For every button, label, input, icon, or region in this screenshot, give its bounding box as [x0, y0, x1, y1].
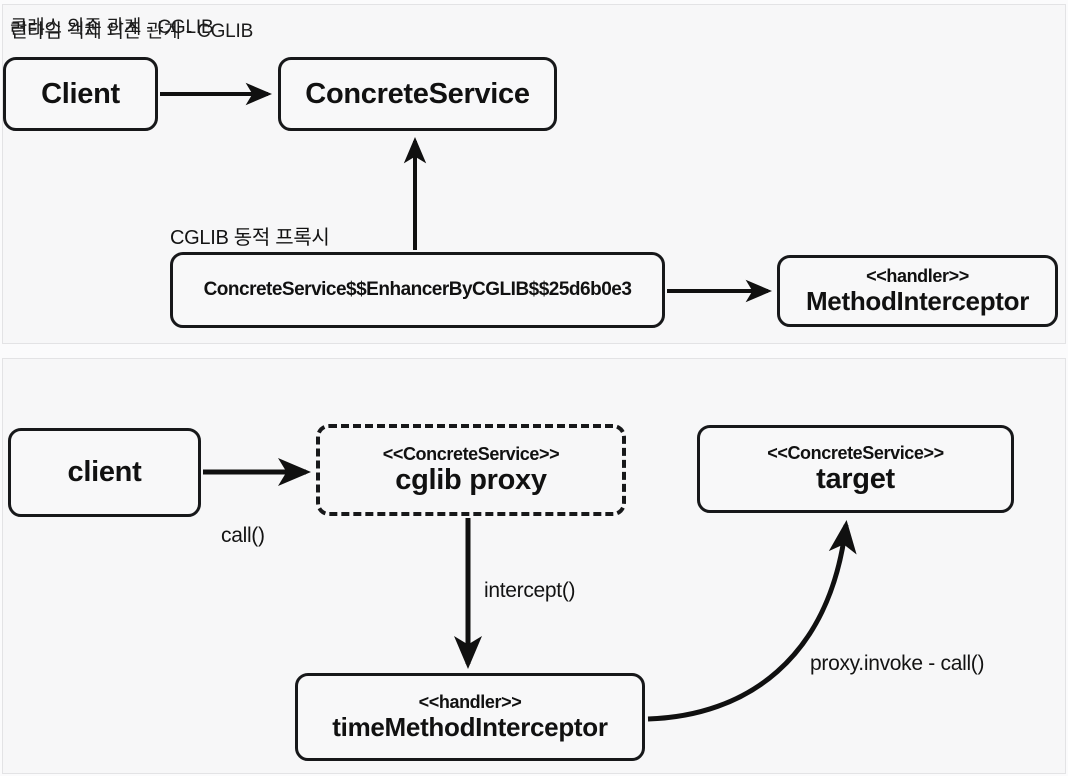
node-client-runtime[interactable]: client [8, 428, 201, 517]
node-enhancer-by-cglib-label: ConcreteService$$EnhancerByCGLIB$$25d6b0… [203, 279, 632, 301]
node-enhancer-by-cglib[interactable]: ConcreteService$$EnhancerByCGLIB$$25d6b0… [170, 252, 665, 328]
node-concrete-service-label: ConcreteService [305, 77, 530, 110]
node-time-method-interceptor-label: timeMethodInterceptor [332, 711, 608, 742]
node-cglib-proxy[interactable]: <<ConcreteService>> cglib proxy [316, 424, 626, 516]
edge-label-proxy-invoke: proxy.invoke - call() [810, 652, 985, 675]
node-client-class-label: Client [41, 77, 120, 110]
node-method-interceptor-label: MethodInterceptor [805, 285, 1030, 316]
node-client-runtime-label: client [67, 456, 142, 489]
node-method-interceptor-stereotype: <<handler>> [866, 266, 969, 287]
node-cglib-proxy-label: cglib proxy [395, 463, 547, 496]
node-target[interactable]: <<ConcreteService>> target [697, 425, 1014, 513]
annotation-cglib-dynamic-proxy: CGLIB 동적 프록시 [170, 227, 330, 249]
panel-class-dependency-title: 클래스 의존 관계 - CGLIB [10, 17, 214, 38]
node-target-label: target [816, 462, 895, 495]
node-method-interceptor[interactable]: <<handler>> MethodInterceptor [777, 255, 1058, 327]
node-concrete-service[interactable]: ConcreteService [278, 57, 557, 131]
panel-runtime-dependency-title: 런타임 객체 의존 관계 - CGLIB [10, 21, 254, 42]
node-client-class[interactable]: Client [3, 57, 158, 131]
node-time-method-interceptor[interactable]: <<handler>> timeMethodInterceptor [295, 673, 645, 761]
node-target-stereotype: <<ConcreteService>> [767, 442, 944, 463]
edge-label-intercept: intercept() [484, 579, 576, 602]
edge-label-call: call() [221, 524, 265, 547]
node-time-method-interceptor-stereotype: <<handler>> [418, 692, 522, 713]
node-cglib-proxy-stereotype: <<ConcreteService>> [382, 443, 560, 464]
